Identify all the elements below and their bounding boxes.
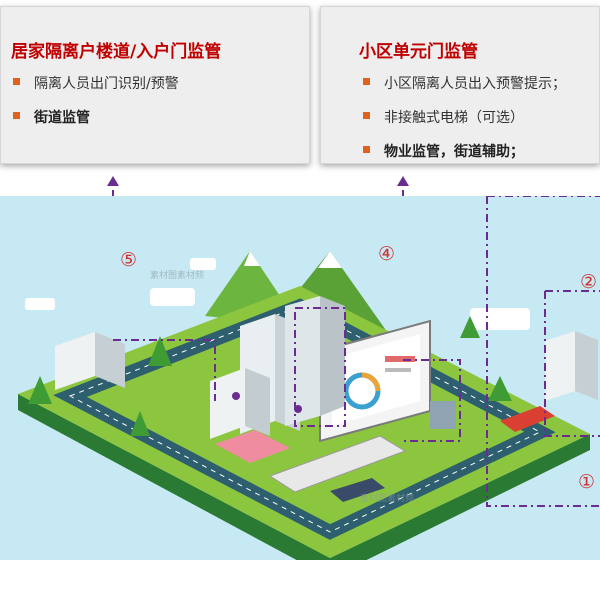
building-side xyxy=(245,368,270,436)
watermark-text: 素材图素材频 xyxy=(360,492,414,504)
left-panel-item-text: 街道监管 xyxy=(34,110,90,126)
screen-donut-segment xyxy=(361,372,381,392)
bullet-square-icon xyxy=(363,78,370,85)
car-icon xyxy=(330,478,385,502)
building-cluster-left xyxy=(55,332,125,390)
trees xyxy=(28,316,512,436)
marker-1-label: ① xyxy=(578,471,595,493)
cloud xyxy=(470,308,530,330)
building-side xyxy=(320,296,345,416)
screen-bar xyxy=(385,368,411,372)
tree-icon xyxy=(460,316,480,338)
region-outline-3 xyxy=(403,359,461,442)
marker-5-label: ⑤ xyxy=(120,249,137,271)
region-outline-2 xyxy=(544,291,600,437)
marker-dot xyxy=(294,405,302,413)
tree-icon xyxy=(130,411,150,436)
marker-2-label: ② xyxy=(580,271,597,293)
building-side xyxy=(575,331,598,400)
bullet-square-icon xyxy=(363,146,370,153)
building xyxy=(55,332,95,390)
monitor-region-outlines xyxy=(113,196,600,507)
cloud xyxy=(190,258,216,270)
right-panel-item-text: 物业监管，街道辅助； xyxy=(384,144,524,160)
building xyxy=(545,331,575,401)
region-outline-5 xyxy=(113,339,216,396)
bullet-square-icon xyxy=(13,78,20,85)
clouds xyxy=(25,258,530,330)
left-panel-item: 隔离人员出门识别/预警 xyxy=(13,73,179,107)
right-panel-item: 物业监管，街道辅助； xyxy=(363,141,566,175)
pencil-cup-icon xyxy=(430,401,456,429)
tree-icon xyxy=(28,376,52,404)
tree-icon xyxy=(488,376,512,401)
right-panel-list: 小区隔离人员出入预警提示； 非接触式电梯（可选） 物业监管，街道辅助； xyxy=(363,73,566,175)
bullet-square-icon xyxy=(363,112,370,119)
right-panel-item: 非接触式电梯（可选） xyxy=(363,107,566,141)
left-panel-item-text: 隔离人员出门识别/预警 xyxy=(34,76,179,92)
mountain-snow xyxy=(244,251,260,266)
keyboard xyxy=(268,435,407,493)
building-side xyxy=(95,332,125,388)
right-panel-item-text: 小区隔离人员出入预警提示； xyxy=(384,76,566,92)
region-outline-1 xyxy=(486,196,600,507)
cloud xyxy=(150,288,195,306)
watermark-text: 素材图素材频 xyxy=(150,269,204,281)
cloud xyxy=(25,298,55,310)
left-panel-list: 隔离人员出门识别/预警 街道监管 xyxy=(13,73,179,141)
right-panel-title: 小区单元门监管 xyxy=(359,42,478,62)
bullet-square-icon xyxy=(13,112,20,119)
tree-icon xyxy=(148,336,172,366)
building xyxy=(210,368,245,439)
right-panel-item-text: 非接触式电梯（可选） xyxy=(384,110,524,126)
right-panel-item: 小区隔离人员出入预警提示； xyxy=(363,73,566,107)
screen-bar xyxy=(385,356,415,362)
smart-community-illustration: 素材图素材频 素材图素材频 ⑤ ④ ② ① xyxy=(0,196,600,560)
left-panel-item: 街道监管 xyxy=(13,107,179,141)
left-panel-title: 居家隔离户楼道/入户门监管 xyxy=(11,42,222,62)
marker-dot xyxy=(232,392,240,400)
building-cluster-center xyxy=(210,296,345,439)
arrow-up-icon xyxy=(107,176,119,186)
left-info-panel: 居家隔离户楼道/入户门监管 隔离人员出门识别/预警 街道监管 xyxy=(0,6,310,164)
building-cluster-right xyxy=(545,331,598,401)
marker-4-label: ④ xyxy=(378,243,395,265)
arrow-up-icon xyxy=(397,176,409,186)
pink-mat xyxy=(215,430,290,463)
mountain-snow xyxy=(318,251,342,268)
road-marking xyxy=(68,305,542,533)
platform-side xyxy=(18,394,590,560)
building xyxy=(285,296,320,426)
car-icon xyxy=(500,406,555,432)
region-outline-4 xyxy=(294,307,346,427)
right-info-panel: 小区单元门监管 小区隔离人员出入预警提示； 非接触式电梯（可选） 物业监管，街道… xyxy=(320,6,600,164)
